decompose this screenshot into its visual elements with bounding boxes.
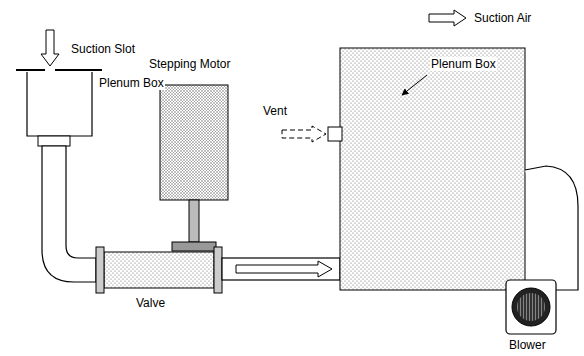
legend-arrow	[429, 10, 466, 26]
suction-arrow	[41, 30, 59, 66]
flow-arrow	[236, 261, 332, 277]
blower-fan-hatch	[517, 293, 545, 321]
stepping-motor	[160, 85, 228, 200]
blower-housing	[506, 280, 556, 334]
legend-entry: Suction Air	[428, 9, 531, 27]
outlet-neck	[38, 136, 70, 146]
vent	[328, 127, 342, 141]
shaft-coupling	[172, 242, 216, 251]
part-label: Valve	[135, 296, 166, 310]
part-label: Plenum Box	[98, 76, 165, 90]
part-label: Plenum Box	[430, 57, 497, 71]
motor-shaft	[189, 200, 199, 242]
legend-sample	[428, 9, 468, 27]
straight-pipe	[222, 258, 340, 280]
part-label: Vent	[262, 104, 288, 118]
valve-flange	[96, 247, 104, 293]
leader-line	[402, 75, 427, 95]
valve-flange	[214, 247, 222, 293]
elbow-pipe	[42, 146, 96, 282]
legend-text: Suction Air	[474, 11, 531, 25]
part-label: Stepping Motor	[148, 57, 231, 71]
vent-air-arrow	[282, 126, 326, 142]
part-label: Suction Slot	[70, 42, 136, 56]
blower-fan	[512, 288, 550, 326]
part-label: Blower	[508, 338, 547, 352]
suction-slot-plate	[16, 69, 102, 71]
plenum-box-left	[27, 72, 92, 136]
plenum-box-right	[340, 48, 525, 290]
blower-scroll	[525, 166, 578, 290]
valve-body	[104, 252, 214, 288]
